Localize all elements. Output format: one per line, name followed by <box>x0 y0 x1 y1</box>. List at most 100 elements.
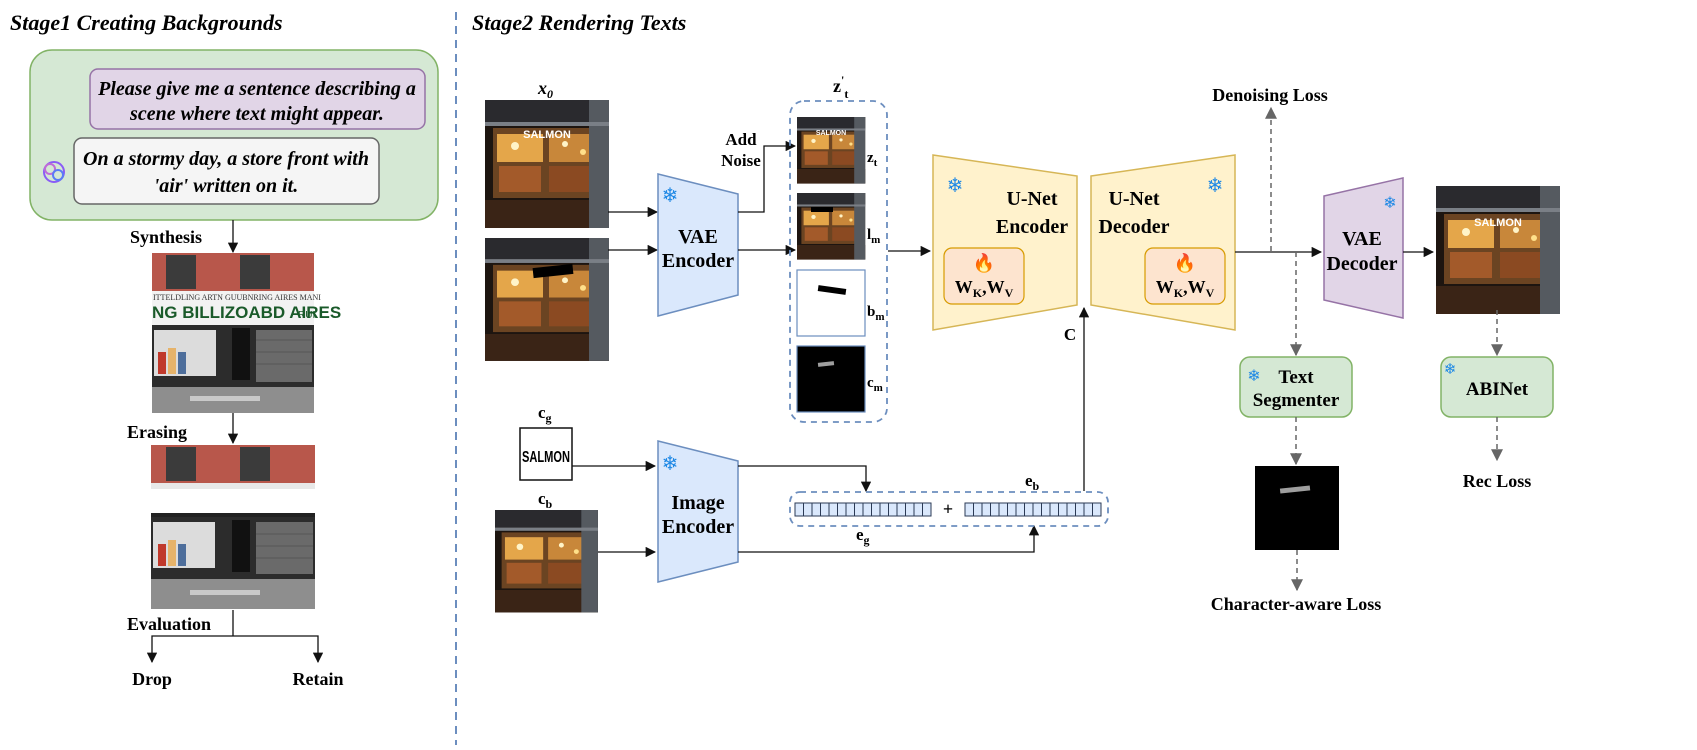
token-cell <box>1049 502 1059 517</box>
bm-mask-stroke <box>817 285 847 295</box>
snowflake-icon: ❄ <box>1247 368 1260 385</box>
vae-decoder-label-1: VAE <box>1342 228 1382 250</box>
prompt-bubble <box>89 68 426 130</box>
bm-image <box>796 269 866 337</box>
cm-label: cm <box>867 375 883 394</box>
add-noise-label-2: Noise <box>721 151 761 170</box>
lm-image <box>797 193 866 260</box>
vae-encoder-label-2: Encoder <box>662 250 734 272</box>
sign-big-text: NG BILLIZOABD AIRES <box>152 303 341 322</box>
unet-decoder-label-2: Decoder <box>1098 216 1169 238</box>
arrow-retain <box>233 635 324 664</box>
embedding-group <box>789 491 1109 527</box>
cg-label: cg <box>538 403 552 425</box>
token-cell <box>913 502 923 517</box>
x0-label: x0 <box>537 78 553 101</box>
fire-icon: 🔥 <box>973 252 995 273</box>
token-cell <box>973 502 983 517</box>
synthesis-label: Synthesis <box>130 227 202 247</box>
vae-decoder <box>1323 177 1404 319</box>
eb-label: eb <box>1025 471 1040 493</box>
arrow-add-noise <box>738 140 797 213</box>
token-cell <box>1007 502 1017 517</box>
snowflake-icon: ❄ <box>1207 175 1224 197</box>
erasing-label: Erasing <box>127 422 187 442</box>
answer-bubble <box>73 137 380 205</box>
snowflake-icon: ❄ <box>1444 362 1457 378</box>
decoder-attn-weights <box>1144 247 1226 305</box>
plus-sign: + <box>943 499 953 519</box>
cm-image <box>796 345 866 413</box>
token-cell <box>845 502 855 517</box>
snowflake-icon: ❄ <box>662 185 679 207</box>
token-cell <box>1083 502 1093 517</box>
text-segmenter-label-1: Text <box>1278 367 1314 388</box>
abinet-label: ABINet <box>1466 379 1529 400</box>
glyph-image <box>519 427 573 481</box>
cb-label: cb <box>538 489 553 511</box>
sign-right-text: RUI <box>298 310 315 321</box>
decoder-wk-wv: WK,WV <box>1156 277 1215 300</box>
token-cell <box>803 502 813 517</box>
token-cell <box>1024 502 1034 517</box>
token-cell <box>1092 502 1102 517</box>
prompt-line-1: Please give me a sentence describing a <box>97 78 416 100</box>
encoder-attn-weights <box>943 247 1025 305</box>
drop-label: Drop <box>132 669 172 689</box>
token-cell <box>888 502 898 517</box>
answer-line-2: 'air' written on it. <box>154 175 298 197</box>
zt-prime-label: z't <box>833 73 848 101</box>
vae-decoder-label-2: Decoder <box>1326 253 1397 275</box>
encoder-wk-wv: WK,WV <box>955 277 1014 300</box>
zt-label: zt <box>867 150 878 169</box>
unet-encoder-label-2: Encoder <box>996 216 1068 238</box>
arrow-eg <box>738 524 1040 553</box>
cb-image <box>495 510 598 613</box>
output-sign-text: SALMON <box>1474 217 1522 229</box>
token-cell <box>828 502 838 517</box>
token-cell <box>896 502 906 517</box>
char-loss-label: Character-aware Loss <box>1211 594 1381 614</box>
sign-small-text: ITTELDLING ARTN GUUBNRING AIRES MANI <box>153 293 321 302</box>
retain-label: Retain <box>293 669 344 689</box>
svg-text:SALMON: SALMON <box>816 130 846 137</box>
image-encoder-label-2: Encoder <box>662 516 734 538</box>
snowflake-icon: ❄ <box>947 175 964 197</box>
synthesized-image: ITTELDLING ARTN GUUBNRING AIRES MANI NG … <box>152 253 341 413</box>
image-encoder <box>657 440 739 583</box>
latent-group <box>789 100 888 423</box>
masked-image <box>485 238 609 361</box>
eg-token-sequence <box>964 502 1102 517</box>
token-cell <box>1032 502 1042 517</box>
token-cell <box>1058 502 1068 517</box>
chatgpt-logo-icon <box>43 161 65 183</box>
token-cell <box>964 502 974 517</box>
snowflake-icon: ❄ <box>1383 195 1396 212</box>
token-cell <box>837 502 847 517</box>
token-cell <box>1075 502 1085 517</box>
x0-image: SALMON <box>485 100 609 228</box>
eg-label: eg <box>856 525 870 547</box>
lm-label: lm <box>867 227 880 246</box>
fire-icon: 🔥 <box>1174 252 1196 273</box>
bm-label: bm <box>867 304 885 323</box>
erased-image <box>151 445 315 609</box>
vae-encoder <box>657 173 739 317</box>
arrow-drop <box>146 635 233 664</box>
cm-glyph <box>817 361 835 367</box>
stage2-title: Stage2 Rendering Texts <box>472 10 686 35</box>
token-cell <box>854 502 864 517</box>
token-cell <box>981 502 991 517</box>
token-cell <box>998 502 1008 517</box>
output-image: SALMON <box>1436 186 1560 314</box>
x0-sign-text: SALMON <box>523 129 571 141</box>
token-cell <box>905 502 915 517</box>
token-cell <box>820 502 830 517</box>
unet-encoder-label-1: U-Net <box>1006 188 1057 210</box>
token-cell <box>922 502 932 517</box>
zt-image: SALMON <box>797 117 866 184</box>
segmentation-glyph <box>1279 485 1311 494</box>
image-encoder-label-1: Image <box>671 492 724 514</box>
snowflake-icon: ❄ <box>662 453 679 475</box>
arrow-eb <box>738 465 872 493</box>
